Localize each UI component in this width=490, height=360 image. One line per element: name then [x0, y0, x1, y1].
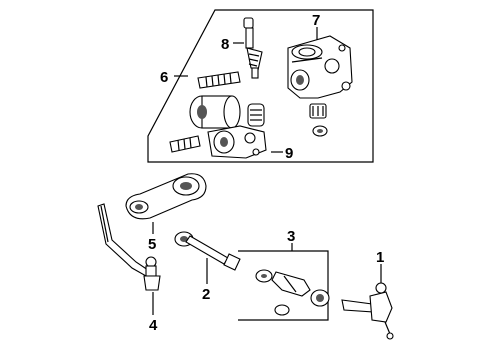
input-shaft	[243, 17, 263, 79]
repair-kit	[238, 250, 330, 321]
callout-2: 2	[202, 286, 210, 303]
callout-4: 4	[149, 317, 158, 334]
pitman-arm	[125, 173, 207, 220]
ball-stud	[143, 256, 161, 291]
tie-rod-end	[341, 282, 394, 340]
callout-7: 7	[312, 12, 320, 29]
callout-3: 3	[287, 228, 295, 245]
callout-8: 8	[221, 36, 229, 53]
kit-boundary	[238, 250, 329, 321]
gear-internal-parts	[169, 71, 267, 159]
gear-group-boundary	[147, 9, 374, 163]
callout-5: 5	[148, 236, 156, 253]
steering-gear-group	[147, 9, 374, 163]
callout-1: 1	[376, 249, 384, 266]
gear-housing	[287, 35, 353, 137]
callout-6: 6	[160, 69, 168, 86]
callout-9: 9	[285, 145, 293, 162]
drag-link	[174, 231, 241, 271]
